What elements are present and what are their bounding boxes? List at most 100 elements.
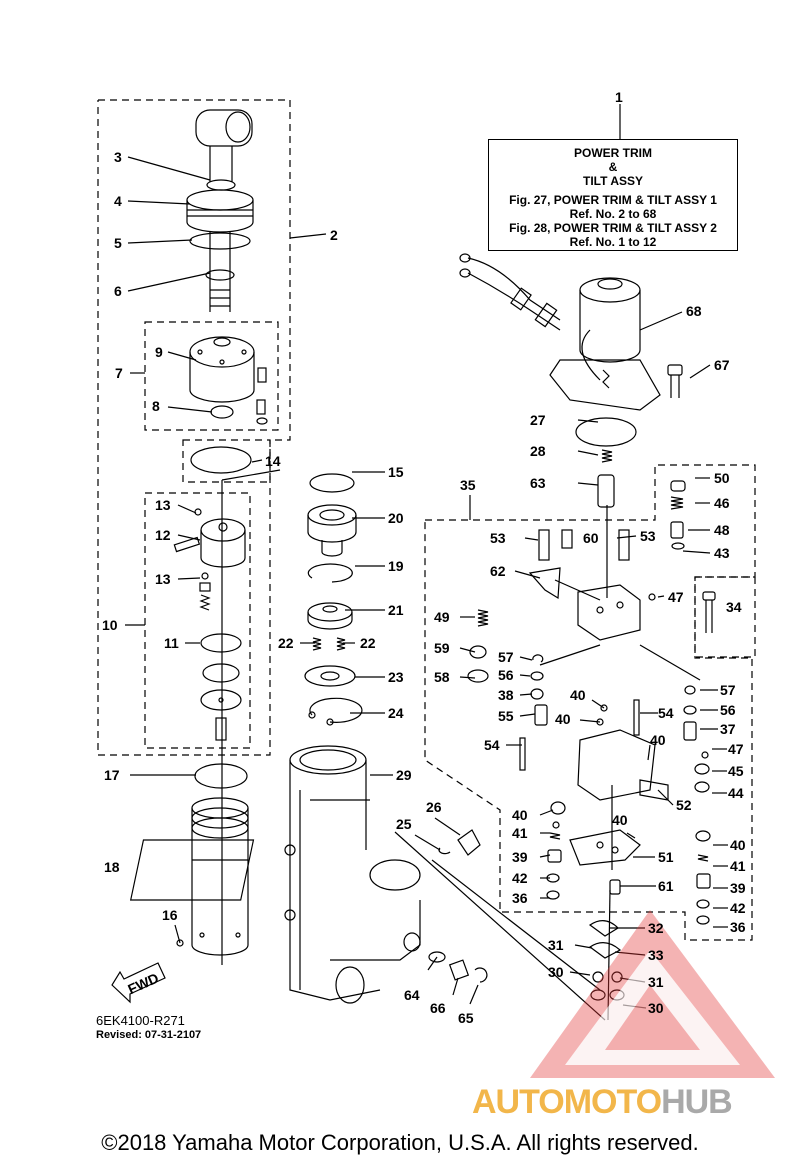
callout-39-left: 39 [512, 849, 528, 865]
callout-42-left: 42 [512, 870, 528, 886]
callout-52: 52 [676, 797, 692, 813]
callout-68: 68 [686, 303, 702, 319]
boundary-34 [694, 576, 756, 658]
callout-31-right: 31 [648, 974, 664, 990]
callout-40-d: 40 [512, 807, 528, 823]
callout-57-right: 57 [720, 682, 736, 698]
callout-20: 20 [388, 510, 404, 526]
callout-60: 60 [583, 530, 599, 546]
callout-28: 28 [530, 443, 546, 459]
callout-9: 9 [155, 344, 163, 360]
callout-13-upper: 13 [155, 497, 171, 513]
tilt-cylinder-18 [176, 797, 249, 956]
plug-26 [457, 829, 481, 856]
bolt-34 [702, 591, 716, 633]
callout-63: 63 [530, 475, 546, 491]
callout-25: 25 [396, 816, 412, 832]
callout-31-left: 31 [548, 937, 564, 953]
callout-42-right: 42 [730, 900, 746, 916]
callout-2: 2 [330, 227, 338, 243]
legend-fig-27-ref: Ref. No. 2 to 68 [569, 207, 657, 221]
center-column-parts [304, 473, 363, 726]
diagram-code-block: 6EK4100-R271 Revised: 07-31-2107 [96, 1013, 201, 1043]
callout-37: 37 [720, 721, 736, 737]
callout-44: 44 [728, 785, 744, 801]
callout-47-lower: 47 [728, 741, 744, 757]
callout-22-left: 22 [278, 635, 294, 651]
pump-body-upper [467, 529, 656, 726]
boundary-7 [144, 321, 279, 431]
callout-18: 18 [104, 859, 120, 875]
callout-11: 11 [164, 635, 179, 651]
callout-30-left: 30 [548, 964, 564, 980]
diagram-code: 6EK4100-R271 [96, 1013, 185, 1028]
copyright-notice: ©2018 Yamaha Motor Corporation, U.S.A. A… [101, 1130, 699, 1155]
piston-9 [189, 336, 268, 425]
boundary-35 [424, 464, 756, 941]
callout-26: 26 [426, 799, 442, 815]
callout-55: 55 [498, 708, 514, 724]
callout-53-right: 53 [640, 528, 656, 544]
callout-21: 21 [388, 602, 404, 618]
valve-stack-right [670, 480, 686, 550]
boundary-2 [97, 99, 291, 756]
callout-15: 15 [388, 464, 404, 480]
assembly-legend-box: POWER TRIM & TILT ASSY Fig. 27, POWER TR… [488, 139, 738, 251]
callout-12: 12 [155, 527, 171, 543]
callout-59: 59 [434, 640, 450, 656]
o-ring-17 [194, 763, 248, 789]
callout-19: 19 [388, 558, 404, 574]
callout-45: 45 [728, 763, 744, 779]
callout-30-right: 30 [648, 1000, 664, 1016]
watermark-logo-icon [530, 910, 775, 1078]
callout-33: 33 [648, 947, 664, 963]
o-ring-15 [309, 473, 355, 493]
watermark-text-part2: HUB [661, 1083, 733, 1121]
legend-ampersand: & [608, 160, 618, 174]
callout-56-left: 56 [498, 667, 514, 683]
callout-41-right: 41 [730, 858, 746, 874]
pump-shaft-63 [597, 474, 615, 508]
callout-40-b: 40 [555, 711, 571, 727]
plug-66 [448, 959, 470, 981]
callout-67: 67 [714, 357, 730, 373]
callout-6: 6 [114, 283, 122, 299]
callout-66: 66 [430, 1000, 446, 1016]
callout-53-left: 53 [490, 530, 506, 546]
leader-lines [125, 104, 728, 1021]
callout-36-right: 36 [730, 919, 746, 935]
legend-fig-28: Fig. 28, POWER TRIM & TILT ASSY 2 [509, 221, 717, 235]
callout-40-c: 40 [650, 732, 666, 748]
callout-51: 51 [658, 849, 674, 865]
callout-35: 35 [460, 477, 476, 493]
o-ring-8 [210, 405, 234, 419]
callout-46: 46 [714, 495, 730, 511]
trim-motor-68 [459, 253, 661, 411]
watermark-text-part1: AUTOMOTO [472, 1083, 662, 1121]
callout-29: 29 [396, 767, 412, 783]
circlip-24 [309, 697, 363, 723]
callout-8: 8 [152, 398, 160, 414]
callout-54-right: 54 [658, 705, 674, 721]
boundary-14 [182, 439, 271, 483]
legend-fig-27: Fig. 27, POWER TRIM & TILT ASSY 1 [509, 193, 717, 207]
callout-62: 62 [490, 563, 506, 579]
pump-body-lower [519, 685, 711, 925]
callout-57-left: 57 [498, 649, 514, 665]
callout-5: 5 [114, 235, 122, 251]
callout-48: 48 [714, 522, 730, 538]
callout-36-left: 36 [512, 890, 528, 906]
callout-1: 1 [615, 89, 623, 105]
watermark-text: AUTOMOTOHUB [472, 1082, 733, 1122]
trim-rod-assembly [186, 109, 254, 312]
callout-labels: 3 4 5 6 2 9 7 8 14 13 12 13 10 11 17 18 … [102, 89, 746, 1026]
callout-10: 10 [102, 617, 118, 633]
callout-39-right: 39 [730, 880, 746, 896]
callout-49: 49 [434, 609, 450, 625]
callout-27: 27 [530, 412, 546, 428]
callout-38: 38 [498, 687, 514, 703]
callout-54-left: 54 [484, 737, 500, 753]
callout-13-lower: 13 [155, 571, 171, 587]
fwd-arrow-icon [111, 962, 166, 1004]
callout-65: 65 [458, 1010, 474, 1026]
